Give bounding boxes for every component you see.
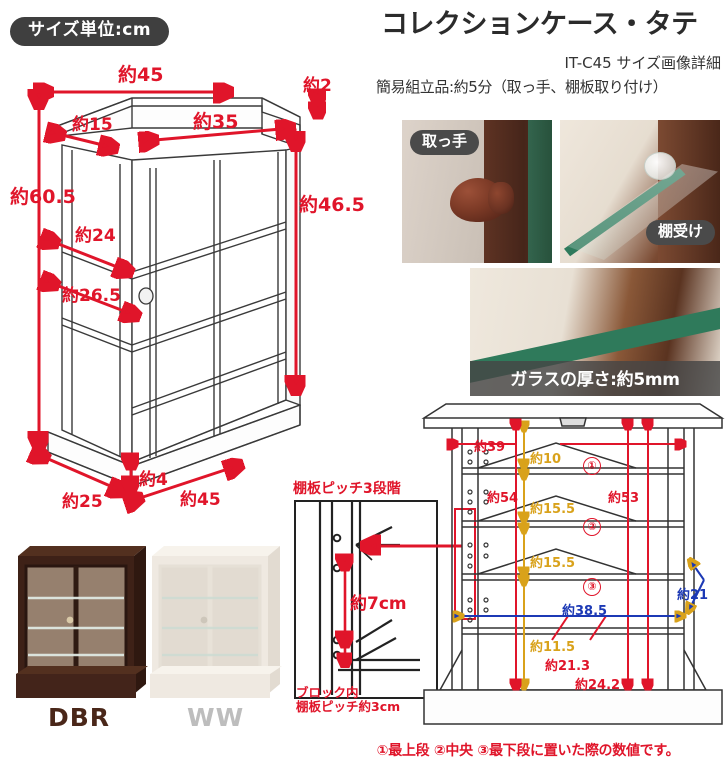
- marker-1: ①: [583, 457, 601, 475]
- dim-width-lower: 約38.5: [562, 604, 608, 619]
- dim-bottom-b: 約21.3: [545, 659, 591, 674]
- dim-bottom-a: 約11.5: [530, 640, 576, 655]
- glass-thickness-photo: ガラスの厚さ:約5mm: [470, 268, 720, 396]
- assembly-note: 簡易組立品:約5分（取っ手、棚板取り付け）: [376, 78, 668, 96]
- page-title: コレクションケース・タテ: [381, 9, 698, 40]
- shelf-pitch-panel: [294, 500, 438, 699]
- dim-inner-width-bottom: 約39: [474, 440, 506, 455]
- variant-label-ww: WW: [187, 703, 245, 732]
- dim-inner-depth-up: 約24: [75, 226, 116, 246]
- dim-gap-top: 約10: [530, 452, 562, 467]
- dim-height-left: 約54: [487, 491, 519, 506]
- size-unit-badge: サイズ単位:cm: [10, 17, 170, 46]
- variant-ww-image: [150, 546, 282, 698]
- dim-bottom-c: 約24.2: [575, 678, 621, 693]
- dim-top-thickness: 約2: [303, 76, 332, 96]
- dim-gap-low: 約15.5: [530, 556, 576, 571]
- shelf-support-photo: 棚受け: [560, 120, 720, 263]
- handle-photo: 取っ手: [402, 120, 552, 263]
- dim-inner-depth-lo: 約26.5: [62, 286, 121, 306]
- dim-top-depth: 約15: [72, 115, 113, 135]
- dim-gap-mid: 約15.5: [530, 502, 576, 517]
- shelf-pitch-note-line1: ブロック内: [296, 685, 359, 700]
- marker-2: ②: [583, 518, 601, 536]
- dim-inner-width: 約35: [193, 111, 239, 133]
- footer-note: ①最上段 ②中央 ③最下段に置いた際の数値です。: [376, 743, 680, 759]
- shelf-support-photo-label: 棚受け: [646, 220, 716, 246]
- dim-total-height: 約60.5: [10, 186, 76, 208]
- handle-photo-glass: [528, 120, 552, 263]
- shelf-pitch-note-line2: 棚板ピッチ約3cm: [296, 699, 401, 715]
- dim-base-width: 約45: [180, 490, 221, 510]
- variant-dbr-image: [16, 546, 148, 698]
- dim-height-right: 約53: [608, 491, 640, 506]
- shelf-pitch-title: 棚板ピッチ3段階: [293, 481, 401, 497]
- shelf-support-pin-icon: [644, 152, 676, 180]
- model-subtitle: IT-C45 サイズ画像詳細: [564, 54, 721, 72]
- knob-neck-icon: [488, 182, 514, 214]
- variant-label-dbr: DBR: [48, 703, 111, 732]
- glass-thickness-label: ガラスの厚さ:約5mm: [470, 361, 720, 396]
- dim-depth-right: 約21: [677, 588, 709, 603]
- marker-3: ③: [583, 578, 601, 596]
- dim-base-depth: 約25: [62, 492, 103, 512]
- handle-photo-label: 取っ手: [410, 130, 480, 156]
- dim-top-width: 約45: [118, 64, 164, 86]
- dim-base-height: 約4: [139, 470, 168, 490]
- shelf-pitch-block-note: ブロック内 棚板ピッチ約3cm: [296, 685, 401, 715]
- dim-inner-height: 約46.5: [299, 194, 365, 216]
- shelf-pitch-main-value: 約7cm: [350, 594, 407, 614]
